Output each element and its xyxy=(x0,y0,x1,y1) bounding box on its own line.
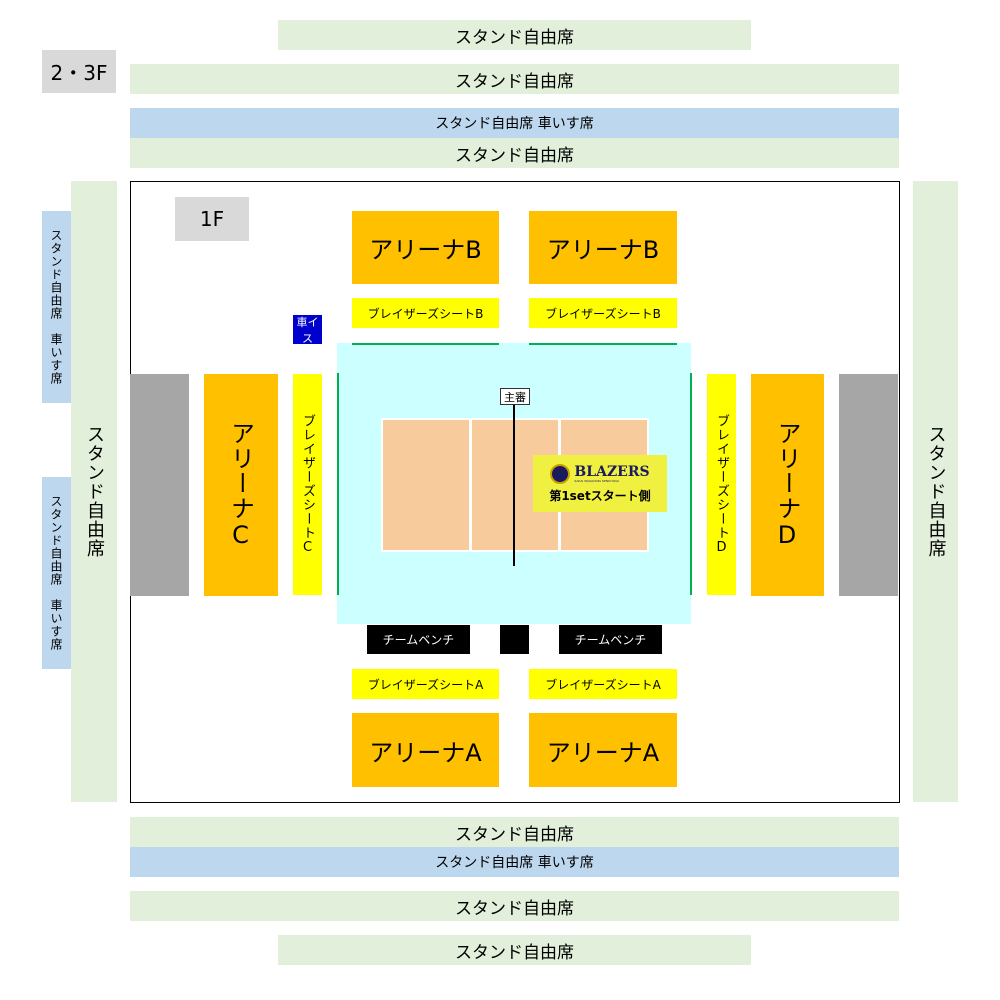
arena-a-left[interactable]: アリーナA xyxy=(352,713,499,787)
wheelchair-spot[interactable]: 車イス xyxy=(293,315,322,345)
arena-b-left[interactable]: アリーナB xyxy=(352,211,499,284)
blazers-seat-a-left[interactable]: ブレイザーズシートA xyxy=(352,669,499,699)
floor-label-2-3f: 2・3F xyxy=(42,50,116,93)
pillar-left xyxy=(130,374,189,596)
wheelchair-section-left-1[interactable]: スタンド自由席 車いす席 xyxy=(42,211,71,403)
arena-a-right[interactable]: アリーナA xyxy=(529,713,677,787)
ad-board xyxy=(690,373,692,595)
team-bench-left: チームベンチ xyxy=(367,625,470,654)
stand-section-top-3[interactable]: スタンド自由席 xyxy=(130,138,899,168)
stand-section-left[interactable]: スタンド自由席 xyxy=(71,181,117,802)
blazers-seat-d[interactable]: ブレイザーズシートD xyxy=(707,374,736,595)
wheelchair-section-bottom[interactable]: スタンド自由席 車いす席 xyxy=(130,847,899,877)
referee-label: 主審 xyxy=(500,388,530,405)
start-side-text: 第1setスタート側 xyxy=(549,488,651,503)
team-bench-right: チームベンチ xyxy=(559,625,662,654)
stand-section-top-1[interactable]: スタンド自由席 xyxy=(278,20,751,50)
arena-c[interactable]: アリーナC xyxy=(204,374,278,596)
scorer-table xyxy=(500,625,529,654)
wheelchair-section-top[interactable]: スタンド自由席 車いす席 xyxy=(130,108,899,138)
stand-section-bottom-2[interactable]: スタンド自由席 xyxy=(130,891,899,921)
stand-section-bottom-1[interactable]: スタンド自由席 xyxy=(130,817,899,847)
stand-section-top-2[interactable]: スタンド自由席 xyxy=(130,64,899,94)
start-side-badge: BLAZERS SAKAI WAKAYAMA KENKYUKAI 第1setスタ… xyxy=(533,455,667,512)
floor-label-1f: 1F xyxy=(175,197,249,241)
blazers-seat-b-left[interactable]: ブレイザーズシートB xyxy=(352,298,499,328)
pillar-right xyxy=(839,374,898,596)
stand-section-right[interactable]: スタンド自由席 xyxy=(913,181,958,802)
ad-board xyxy=(352,343,499,345)
arena-d[interactable]: アリーナD xyxy=(751,374,824,596)
team-logo-text: BLAZERS xyxy=(574,463,650,480)
arena-b-right[interactable]: アリーナB xyxy=(529,211,677,284)
wheelchair-section-left-2[interactable]: スタンド自由席 車いす席 xyxy=(42,477,71,669)
net xyxy=(513,404,515,566)
blazers-seat-c[interactable]: ブレイザーズシートC xyxy=(293,374,322,595)
team-logo-subtext: SAKAI WAKAYAMA KENKYUKAI xyxy=(574,478,619,483)
attack-line xyxy=(469,418,472,552)
blazers-seat-b-right[interactable]: ブレイザーズシートB xyxy=(529,298,677,328)
ad-board xyxy=(529,343,677,345)
stand-section-bottom-3[interactable]: スタンド自由席 xyxy=(278,935,751,965)
blazers-seat-a-right[interactable]: ブレイザーズシートA xyxy=(529,669,677,699)
blazers-logo-icon xyxy=(550,463,571,484)
ad-board xyxy=(337,373,339,595)
